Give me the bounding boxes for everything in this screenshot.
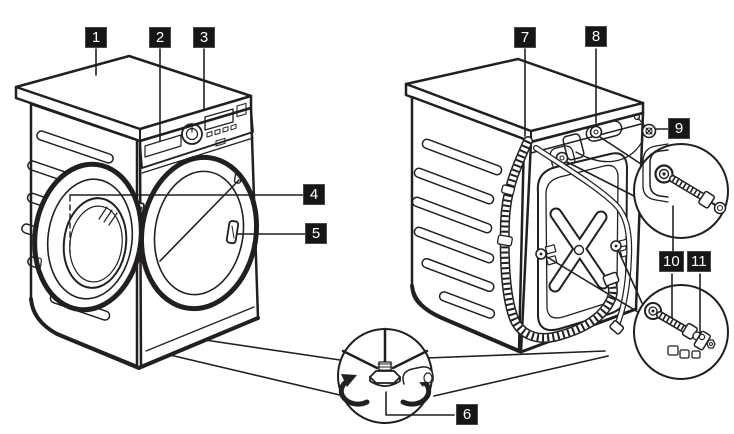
foot-pointer-lines [169,339,609,397]
callout-2: 2 [149,27,171,48]
washer-front-view [14,54,260,370]
top-recess [585,120,623,142]
bolt-hole [654,164,674,184]
callout-9: 9 [668,118,690,139]
washer-rear-view [402,57,657,385]
hose-holder [402,366,434,385]
side-panel-rear [410,95,526,353]
open-door [32,161,144,313]
glass-highlight [98,206,118,226]
handle-recess [562,133,585,161]
drain-hose [496,136,620,343]
display-and-buttons [204,102,247,147]
callout-3: 3 [193,27,215,48]
door-glass [62,197,128,289]
cord-retainer-fitting [633,113,657,139]
callout-10: 10 [659,251,684,272]
detail-pointer-lines [546,136,643,313]
callout-4: 4 [303,184,325,205]
callout-8: 8 [585,26,607,47]
door-handle [225,220,240,245]
adjustable-foot-detail [337,327,433,424]
transport-bolt-top [589,125,603,139]
vent-slots-rear [411,138,503,319]
power-cord [575,139,644,163]
detergent-drawer [144,134,182,158]
bolt-spacer-detail [633,284,729,380]
transport-bolt-mid-left [535,244,558,266]
callout-6: 6 [456,404,478,425]
x-brace [548,207,610,293]
program-dial [181,123,203,145]
transport-bolt-detail [633,143,729,239]
inlet-hose [533,145,633,335]
leader-lines [69,48,701,416]
callout-5: 5 [305,223,327,244]
control-panel [139,102,254,174]
callout-1: 1 [85,27,107,48]
bolt [644,302,698,340]
rear-panel [402,111,645,385]
rear-drum-brace [535,152,631,332]
callout-7: 7 [514,27,536,48]
callout-11: 11 [687,251,711,272]
adjustable-foot [369,361,401,387]
cabinet-corner-lines [341,327,429,370]
plastic-spacers [667,330,716,359]
transport-bolt [669,175,727,215]
